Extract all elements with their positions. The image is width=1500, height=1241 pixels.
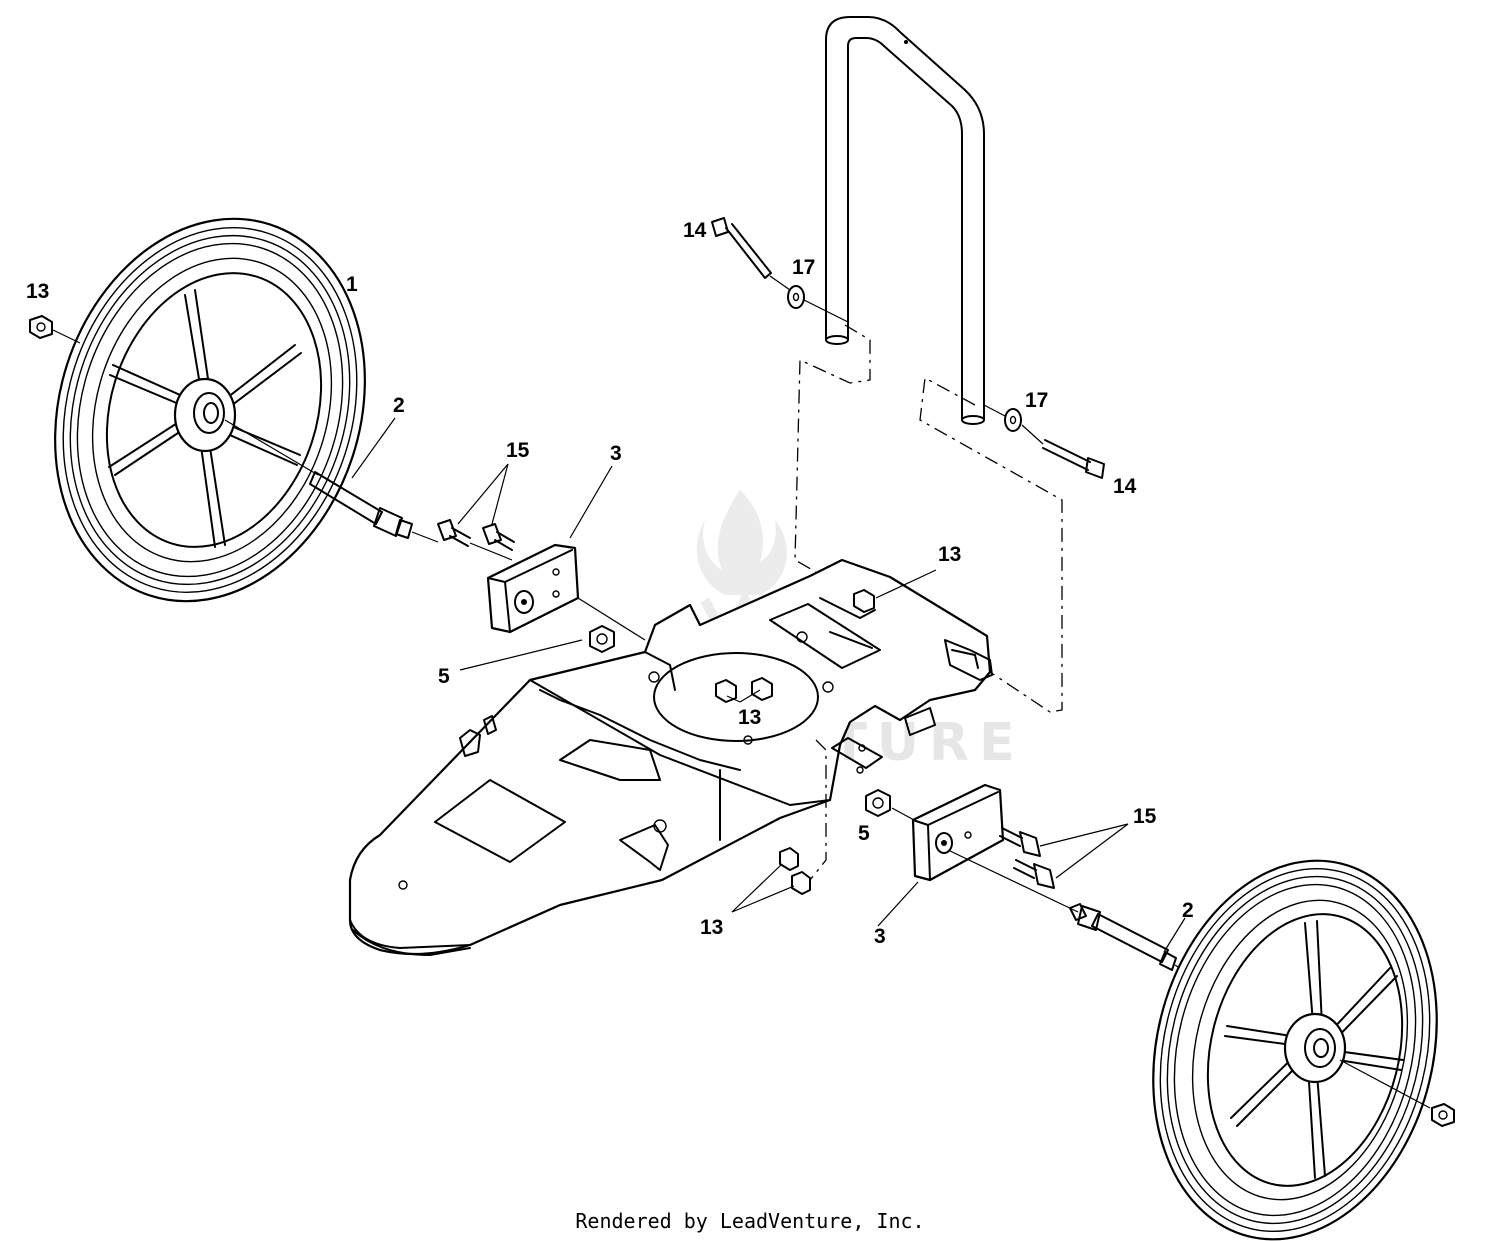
deck-nuts (715, 569, 937, 895)
handle-part-group (794, 16, 1063, 713)
callout-3-left-bracket: 3 (610, 442, 622, 465)
callout-2-left-axle: 2 (393, 394, 405, 417)
footer-credit: Rendered by LeadVenture, Inc. (575, 1209, 924, 1233)
bolt-part-group (711, 217, 1105, 479)
callout-1-wheel: 1 (346, 273, 358, 296)
right-bracket (911, 783, 1079, 913)
callout-13-deck-nuts: 13 (738, 706, 761, 729)
callout-5-left-nut: 5 (438, 665, 450, 688)
left-wheel (54, 217, 366, 603)
callout-15-right-bolts: 15 (1133, 805, 1157, 828)
right-wheel (1152, 859, 1438, 1241)
right-wheel-nut (1339, 1059, 1455, 1127)
trimmer-deck (348, 558, 993, 956)
callout-17-upper-washer: 17 (792, 256, 815, 279)
callout-14-upper-bolt: 14 (683, 219, 707, 242)
left-axle (224, 419, 439, 543)
callout-13-left-nut: 13 (26, 280, 49, 303)
right-bracket-nut (865, 789, 915, 821)
callout-13-front-nuts: 13 (700, 916, 723, 939)
callout-17-lower-washer: 17 (1025, 389, 1048, 412)
callout-13-rear-nut: 13 (938, 543, 961, 566)
left-wheel-nut (29, 315, 81, 344)
left-bracket-nut (577, 597, 646, 653)
callout-15-left-bolts: 15 (506, 439, 530, 462)
left-bolts (437, 519, 515, 561)
left-bracket (486, 543, 580, 634)
right-bolts (999, 827, 1055, 889)
callout-2-right-axle: 2 (1182, 899, 1194, 922)
callout-3-right-bracket: 3 (874, 925, 886, 948)
callout-leaders (351, 417, 1186, 953)
callout-14-lower-bolt: 14 (1113, 475, 1137, 498)
callout-5-right-nut: 5 (858, 822, 870, 845)
